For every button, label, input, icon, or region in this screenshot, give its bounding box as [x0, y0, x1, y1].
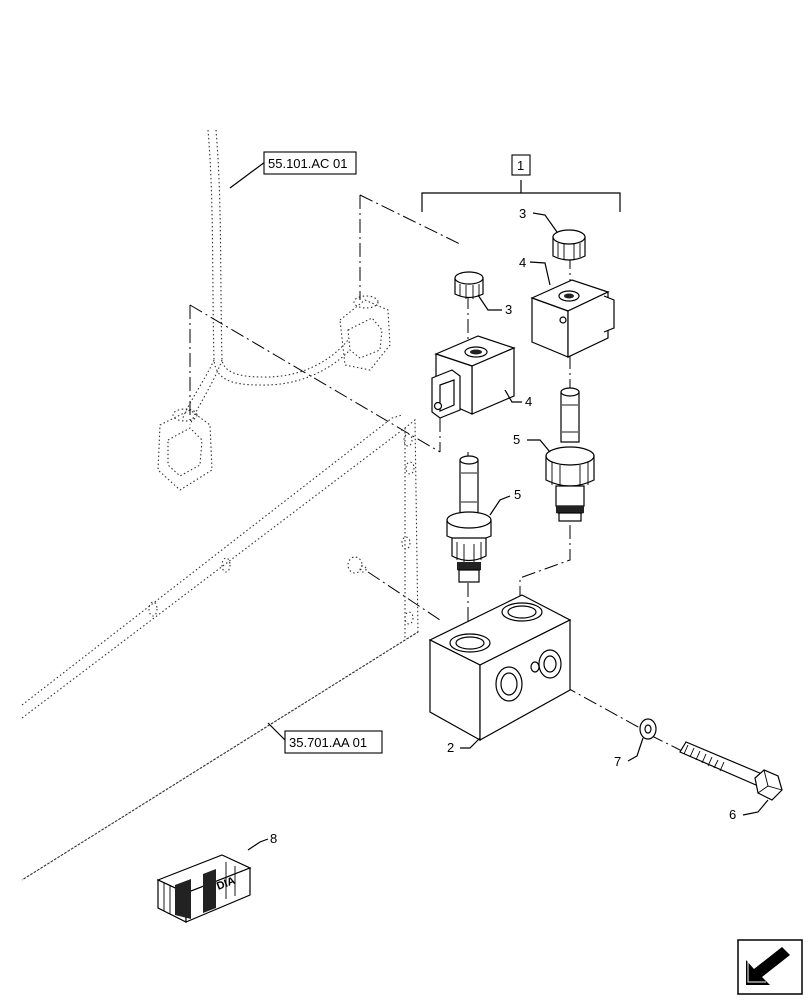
frame-ref-text: 35.701.AA 01	[289, 735, 367, 750]
callout-cartridge-right: 5	[513, 432, 520, 447]
kit-box: DIA	[156, 854, 252, 923]
washer	[639, 718, 657, 740]
centerlines	[189, 194, 691, 756]
nut-right	[552, 229, 586, 261]
bolt	[679, 741, 783, 801]
cartridge-right	[545, 387, 595, 522]
kit-bracket	[421, 180, 621, 212]
kit-callout-box	[511, 154, 531, 176]
callout-kit: 1	[517, 158, 524, 173]
wiring-ref-text: 55.101.AC 01	[268, 156, 348, 171]
callout-kit-box: 8	[270, 831, 277, 846]
frame-ref-box	[284, 730, 383, 754]
callout-nut-left: 3	[505, 302, 512, 317]
callout-labels: 1 3 4 3 4 5 5 2 7 6 8	[270, 154, 736, 846]
callout-coil-right: 4	[519, 255, 526, 270]
wiring-harness	[157, 129, 391, 491]
cartridge-left	[446, 455, 492, 583]
nut-left	[454, 271, 484, 299]
leader-lines	[247, 212, 769, 851]
valve-block	[428, 594, 572, 742]
coil-left	[431, 335, 516, 419]
navigation-arrow-icon[interactable]	[737, 939, 803, 995]
callout-cartridge-left: 5	[514, 487, 521, 502]
callout-nut-right: 3	[519, 206, 526, 221]
callout-coil-left: 4	[525, 394, 532, 409]
callout-washer: 7	[614, 754, 621, 769]
callout-block: 2	[447, 740, 454, 755]
coil-right	[530, 279, 615, 358]
frame-outline	[21, 414, 419, 881]
wiring-ref-box	[263, 151, 357, 175]
reference-labels: 55.101.AC 01 35.701.AA 01	[263, 151, 383, 754]
callout-bolt: 6	[729, 807, 736, 822]
